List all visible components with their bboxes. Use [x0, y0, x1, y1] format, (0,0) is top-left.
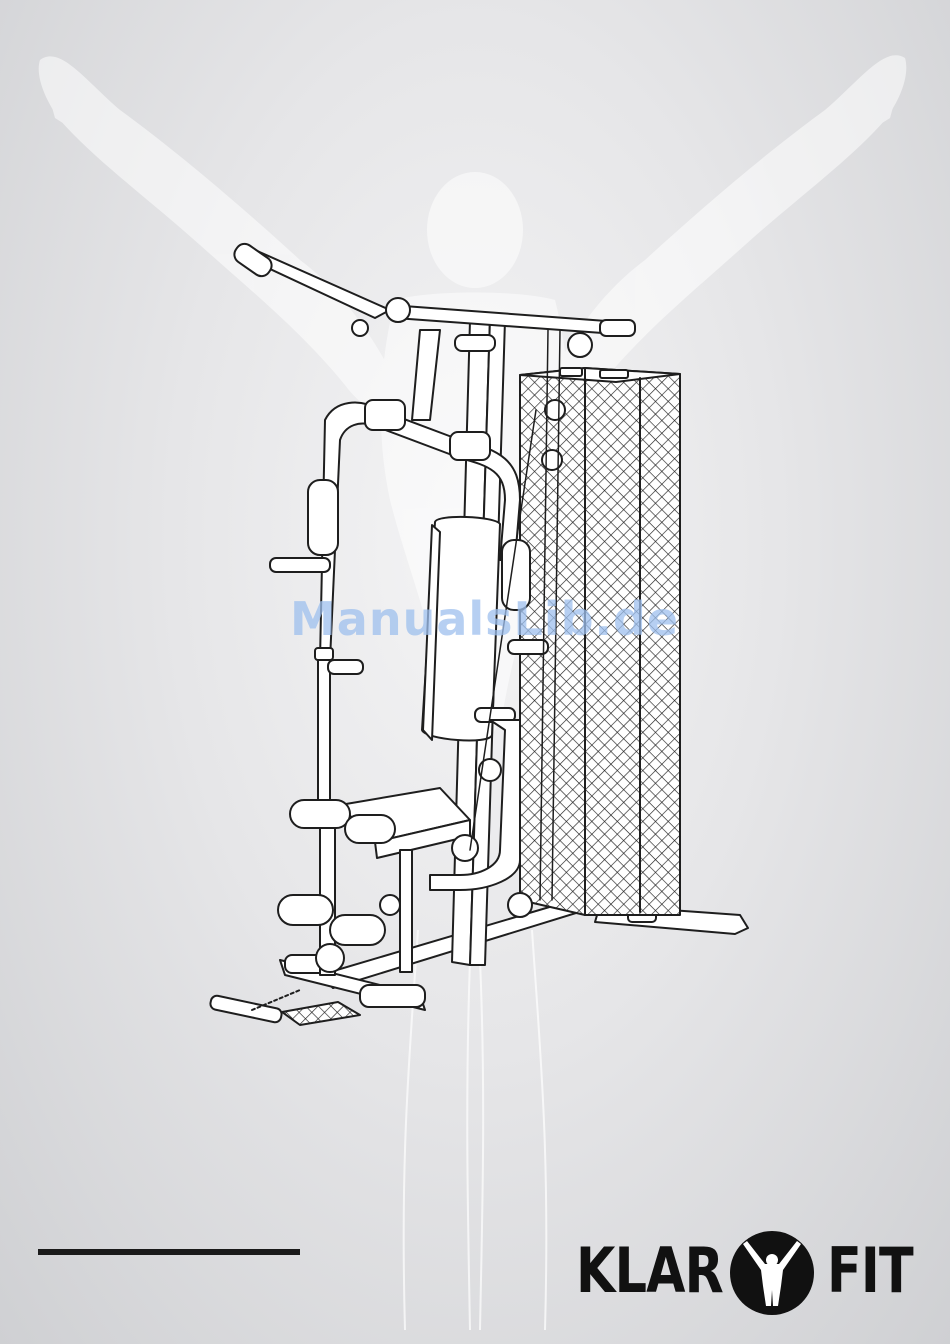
brand-name-left: KLAR [576, 1226, 723, 1316]
brand-logo: KLAR FIT [572, 1226, 917, 1316]
athlete-arms-raised-icon [729, 1230, 815, 1316]
site-watermark: ManualsLib.de [290, 592, 670, 646]
brand-name-right: FIT [827, 1226, 913, 1316]
title-divider-rule [38, 1249, 300, 1255]
